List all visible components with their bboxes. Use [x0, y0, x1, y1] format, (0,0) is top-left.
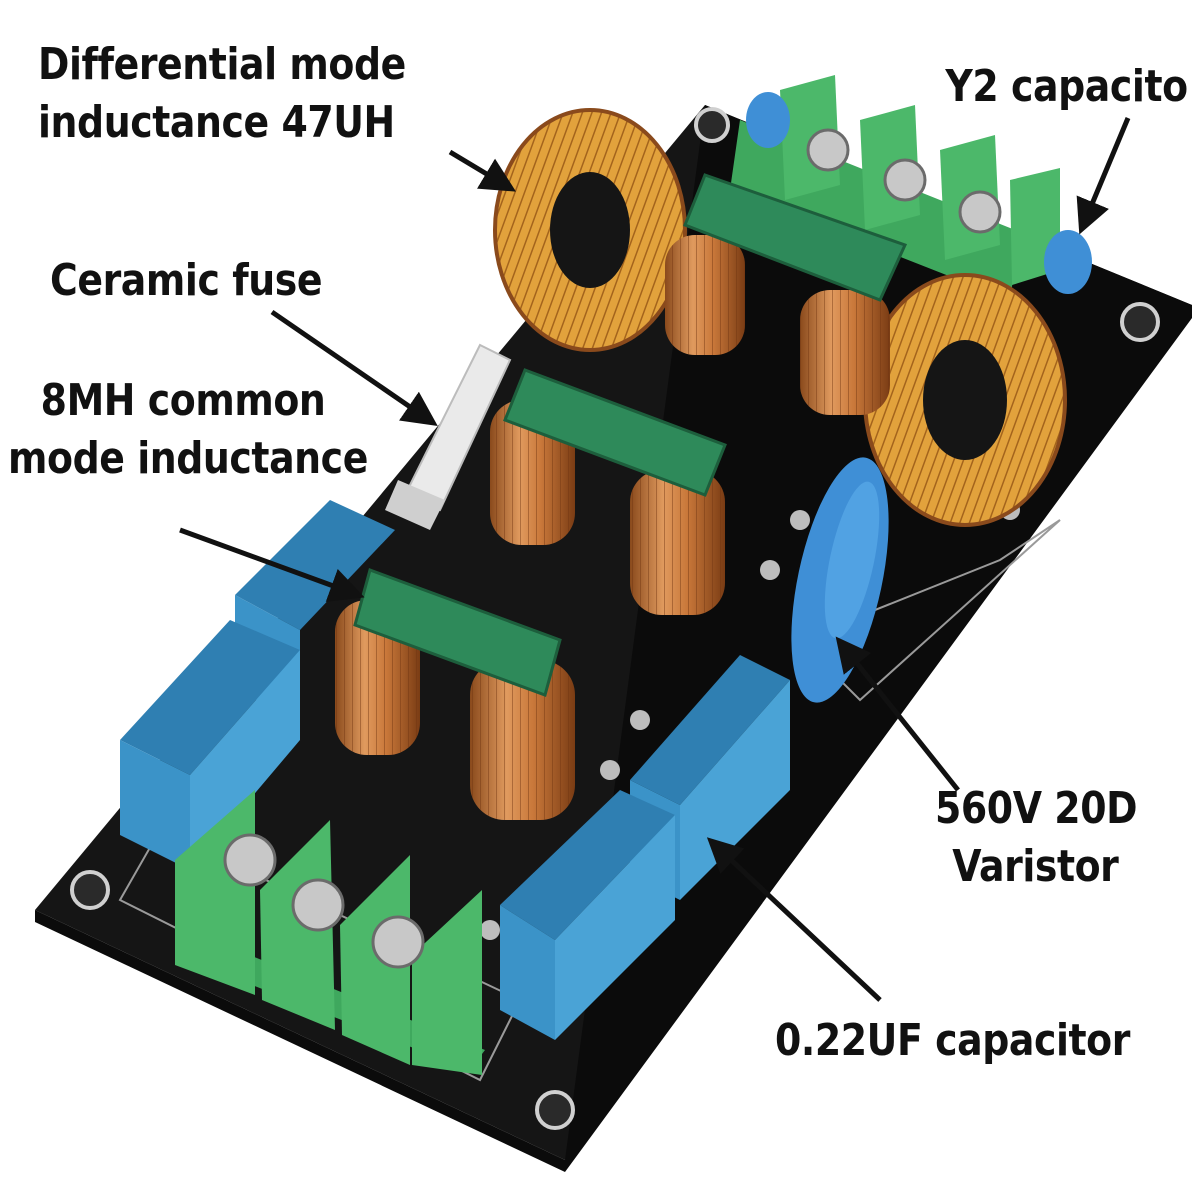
solder-pad — [630, 710, 650, 730]
label-022uf-capacitor: 0.22UF capacitor — [775, 1012, 1130, 1070]
x2-capacitor-right-bottom — [500, 790, 675, 1040]
label-common-mode-inductance: 8MH common mode inductance — [8, 372, 368, 488]
mounting-hole — [694, 107, 730, 143]
arrow-y2 — [1076, 117, 1131, 235]
arrow-varistor — [835, 636, 960, 792]
label-line: 8MH common — [40, 375, 326, 426]
mounting-hole — [1120, 302, 1160, 342]
label-ceramic-fuse: Ceramic fuse — [50, 252, 322, 310]
arrow-common-mode — [179, 527, 365, 602]
arrow-differential — [448, 149, 517, 192]
label-line: inductance 47UH — [38, 97, 395, 148]
label-line: Differential mode — [38, 39, 406, 90]
label-line: mode inductance — [8, 433, 368, 484]
label-differential-inductance: Differential mode inductance 47UH — [38, 36, 406, 152]
label-line: Varistor — [952, 841, 1119, 892]
mounting-hole — [70, 870, 110, 910]
terminal-block-bottom — [175, 790, 485, 1075]
x2-capacitor-left-bottom — [120, 620, 300, 870]
solder-pad — [600, 760, 620, 780]
common-mode-inductor-bottom — [335, 568, 575, 820]
mounting-hole — [535, 1090, 575, 1130]
label-y2-capacitor: Y2 capacito — [945, 58, 1189, 116]
label-varistor: 560V 20D Varistor — [935, 780, 1138, 896]
label-line: 560V 20D — [935, 783, 1138, 834]
terminal-block-top — [730, 75, 1060, 300]
y2-capacitor — [746, 92, 790, 148]
solder-pad — [480, 920, 500, 940]
arrow-fuse — [270, 309, 438, 426]
common-mode-inductor-middle — [490, 368, 727, 615]
y2-capacitor — [1044, 230, 1092, 294]
toroid-inductor-right — [863, 273, 1067, 527]
toroid-inductor-top — [493, 108, 687, 352]
solder-pad — [790, 510, 810, 530]
solder-pad — [760, 560, 780, 580]
label-line: Ceramic fuse — [50, 255, 323, 306]
ceramic-fuse — [385, 343, 512, 530]
arrow-cap-022 — [706, 837, 882, 1002]
label-line: 0.22UF capacitor — [775, 1015, 1130, 1066]
label-line: Y2 capacito — [945, 61, 1189, 112]
common-mode-inductor-top — [665, 173, 908, 415]
